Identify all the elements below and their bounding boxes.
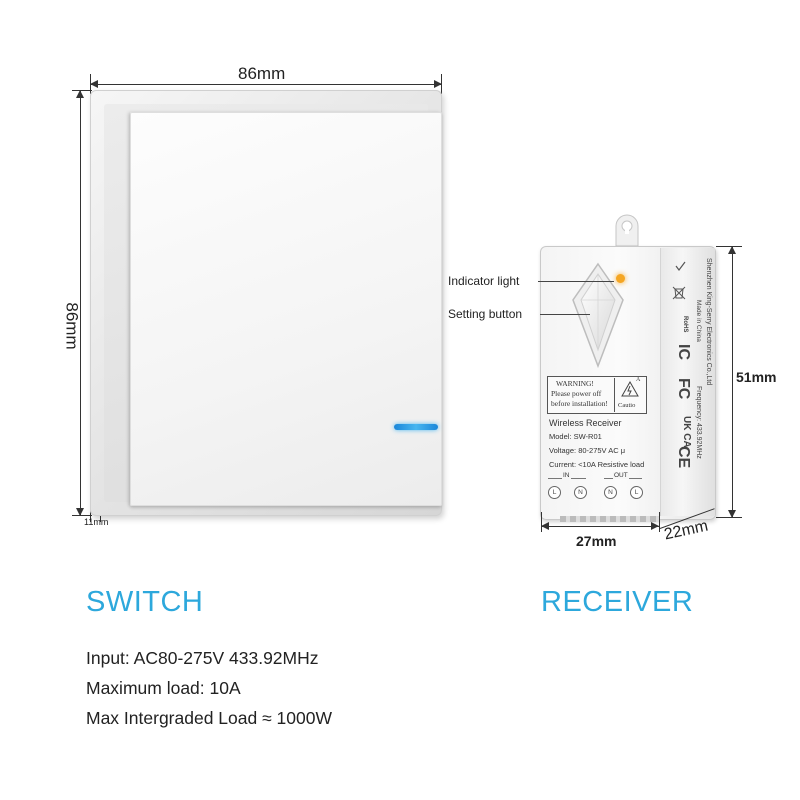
callout-indicator-light: Indicator light bbox=[448, 274, 520, 288]
recv-dim-line-height bbox=[732, 246, 733, 518]
warning-divider bbox=[614, 378, 615, 412]
caution-mark: A bbox=[636, 377, 641, 383]
dim-line-width bbox=[90, 84, 442, 85]
receiver-width-label: 27mm bbox=[576, 533, 617, 549]
recv-arrow-left-icon bbox=[541, 522, 549, 530]
terminal-out-l: L bbox=[630, 486, 643, 499]
checkmark-icon bbox=[675, 261, 686, 271]
in-label: IN bbox=[562, 472, 571, 479]
receiver-title: RECEIVER bbox=[541, 586, 694, 618]
receiver-hook-icon bbox=[615, 214, 639, 246]
switch-depth-label: 11mm bbox=[84, 517, 109, 527]
arrow-right-icon bbox=[434, 80, 442, 88]
callout-setting-button: Setting button bbox=[448, 307, 523, 321]
recv-dim-line-width bbox=[541, 526, 659, 527]
switch-title: SWITCH bbox=[86, 586, 204, 618]
receiver-model: Model: SW-R01 bbox=[549, 432, 602, 441]
weee-bin-icon bbox=[672, 286, 686, 300]
indicator-light-icon bbox=[616, 274, 625, 283]
switch-width-label: 86mm bbox=[238, 64, 286, 83]
callout-line-indicator bbox=[538, 281, 614, 282]
terminal-in-n: N bbox=[574, 486, 587, 499]
side-made-in: Made in China bbox=[695, 300, 702, 342]
setting-button-icon[interactable] bbox=[568, 260, 628, 370]
cert-ukca: UK CA bbox=[681, 416, 692, 448]
recv-arrow-down-icon bbox=[728, 510, 736, 518]
switch-height-label: 86mm bbox=[62, 302, 82, 350]
spec-max-integrated-load: Max Intergraded Load ≈ 1000W bbox=[86, 708, 332, 728]
caution-label: Cautio bbox=[618, 402, 636, 409]
receiver-height-label: 51mm bbox=[736, 369, 777, 385]
side-company: Shenzhen King-Serry Electronics Co.,Ltd bbox=[705, 258, 712, 386]
receiver-depth-label: 22mm bbox=[662, 517, 710, 544]
receiver-base bbox=[560, 516, 660, 522]
recv-arrow-up-icon bbox=[728, 246, 736, 254]
recv-arrow-right-icon bbox=[651, 522, 659, 530]
terminal-in-l: L bbox=[548, 486, 561, 499]
dim-line-height bbox=[80, 90, 81, 516]
receiver-name: Wireless Receiver bbox=[549, 418, 622, 428]
callout-line-setting bbox=[540, 314, 590, 315]
cert-ic: IC bbox=[675, 344, 692, 360]
recv-w-tick-right bbox=[659, 512, 660, 532]
caution-triangle-icon bbox=[621, 381, 639, 397]
terminal-out-n: N bbox=[604, 486, 617, 499]
cert-ce: CE bbox=[675, 446, 692, 469]
arrow-down-icon bbox=[76, 508, 84, 516]
arrow-up-icon bbox=[76, 90, 84, 98]
receiver-side-panel bbox=[660, 248, 715, 516]
side-frequency: Frequency: 433.92MHz bbox=[695, 386, 702, 459]
receiver-current: Current: <10A Resistive load bbox=[549, 460, 645, 469]
switch-led-indicator bbox=[394, 424, 438, 430]
cert-fc: FC bbox=[675, 378, 692, 400]
warning-line-1: Please power off bbox=[551, 389, 602, 398]
cert-rohs: RoHS bbox=[682, 316, 688, 333]
receiver-voltage: Voltage: 80-275V AC μ bbox=[549, 446, 626, 455]
switch-rocker-button[interactable] bbox=[130, 112, 442, 506]
warning-title: WARNING! bbox=[556, 379, 594, 388]
out-label: OUT bbox=[613, 472, 629, 479]
arrow-left-icon bbox=[90, 80, 98, 88]
warning-line-2: before installation! bbox=[551, 399, 608, 408]
spec-input: Input: AC80-275V 433.92MHz bbox=[86, 648, 319, 668]
warning-box: WARNING! Please power off before install… bbox=[547, 376, 647, 414]
spec-max-load: Maximum load: 10A bbox=[86, 678, 241, 698]
